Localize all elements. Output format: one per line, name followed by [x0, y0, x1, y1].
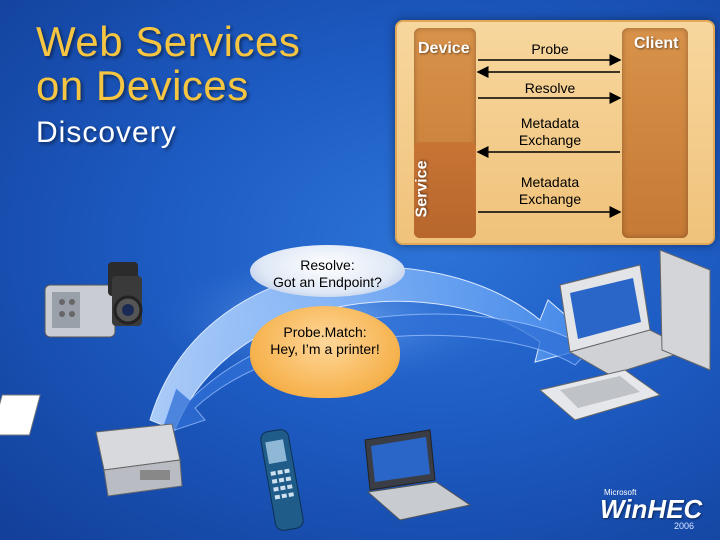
probe-match-speech-bubble: Probe.Match: Hey, I’m a printer!	[250, 306, 400, 398]
probe-bubble-line-2: Hey, I’m a printer!	[270, 341, 380, 357]
message-metadata-exchange-2: Metadata Exchange	[518, 174, 582, 207]
slide-title: Web Services on Devices	[36, 20, 300, 108]
client-lane-label: Client	[634, 35, 679, 52]
winhec-logo: Microsoft WinHEC 2006	[600, 488, 710, 532]
camcorder-icon	[44, 262, 143, 338]
printer-icon	[0, 394, 183, 497]
logo-microsoft-text: Microsoft	[604, 488, 637, 497]
resolve-speech-bubble: Resolve: Got an Endpoint?	[250, 245, 405, 297]
client-lane	[622, 28, 688, 238]
mobile-phone-icon	[260, 429, 304, 531]
resolve-bubble-line-1: Resolve:	[300, 257, 355, 273]
desktop-computer-icon	[538, 249, 711, 421]
resolve-bubble-line-2: Got an Endpoint?	[273, 274, 382, 290]
slide-subtitle: Discovery	[36, 116, 177, 149]
logo-year-text: 2006	[674, 521, 695, 531]
message-metadata-exchange-1: Metadata Exchange	[518, 115, 582, 148]
logo-winhec-text: WinHEC	[600, 494, 703, 524]
device-lane-label: Device	[418, 40, 470, 57]
message-probe: Probe	[531, 41, 569, 57]
title-line-1: Web Services	[36, 18, 301, 65]
title-line-2: on Devices	[36, 62, 249, 109]
probe-bubble-line-1: Probe.Match:	[283, 324, 367, 340]
service-lane	[414, 142, 476, 238]
laptop-icon	[364, 429, 472, 521]
message-resolve: Resolve	[524, 80, 576, 96]
